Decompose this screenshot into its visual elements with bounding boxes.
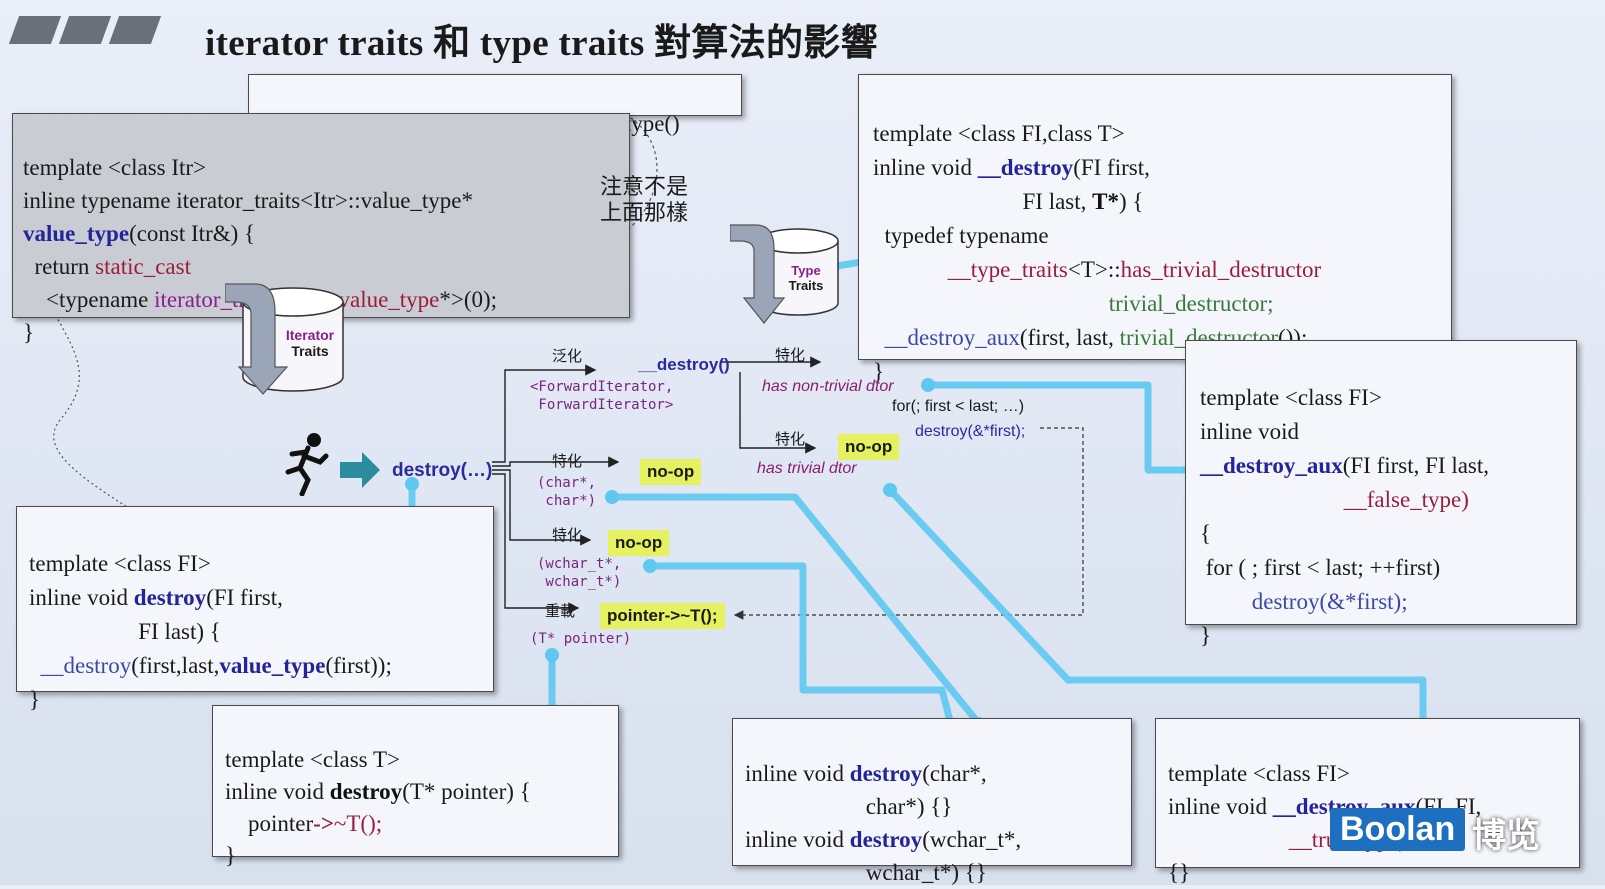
noop-badge: no-op [640,459,702,485]
destroy-char-box: inline void destroy(char*, char*) {} inl… [732,718,1132,885]
destroy-keyword: destroy [849,761,923,786]
non-trivial-dtor-label: has non-trivial dtor [762,378,894,395]
type-traits-drum-icon: Type Traits [730,223,840,333]
value-type-expression-box: typename iterator_traits<Itr>::value_typ… [248,74,742,136]
noop-badge: no-op [838,434,900,460]
brand-logo: Boolan [1330,808,1466,851]
code-line: inline typename iterator_traits<Itr>::va… [23,188,474,213]
runner-icon [278,432,334,496]
code-line: } [23,320,35,345]
value-type-keyword: value_type [219,653,326,678]
overload-label: 重載 [545,602,576,620]
page-title: iterator traits 和 type traits 對算法的影響 [205,23,878,64]
for-loop-label: for(; first < last; …) [892,398,1025,415]
char-args: (char*, char*) [537,475,597,509]
value-type-keyword: value_type [23,221,130,246]
wchar-args: (wchar_t*, wchar_t*) [537,556,622,590]
code-line: <typename [46,287,155,312]
destroy-keyword: destroy [849,827,923,852]
forward-iterator-args: <ForwardIterator, ForwardIterator> [530,379,674,413]
pointer-dtor-badge: pointer->~T(); [600,603,725,629]
specialize-label: 特化 [775,346,806,364]
static-cast-keyword: static_cast [95,254,191,279]
code-line: *>(0); [439,287,498,312]
destroy-call-label: destroy(…) [392,460,493,481]
code-line: return [34,254,96,279]
pointer-args: (T* pointer) [530,631,632,647]
destroy-dispatch-box: template <class FI,class T> inline void … [858,74,1452,384]
destroy-range-box: template <class FI> inline void destroy(… [16,506,494,712]
trivial-dtor-label: has trivial dtor [757,460,857,477]
code-line: template <class Itr> [23,155,207,180]
specialize-label: 特化 [775,430,806,448]
specialize-label: 特化 [552,452,583,470]
destroy-aux-false-type-box: template <class FI> inline void __destro… [1185,340,1577,648]
specialize-label: 特化 [552,526,583,544]
iterator-traits-drum-icon: Iterator Traits [225,282,345,402]
destroy-first-label: destroy(&*first); [915,423,1026,440]
dashed-value-type-curve [28,209,271,611]
destroy-keyword: destroy [329,779,403,804]
note-text: 注意不是 上面那樣 [600,175,689,226]
generalize-label: 泛化 [552,347,583,365]
noop-badge: no-op [608,530,670,556]
call-arrow-icon [340,452,380,488]
code-line: (const Itr&) { [129,221,256,246]
destroy-internal-keyword: __destroy [977,155,1074,180]
brand-logo-cn: 博览 [1472,816,1540,856]
destroy-aux-keyword: __destroy_aux [1200,453,1343,478]
inner-destroy-label: __destroy() [638,355,730,374]
value-type-text: value_type [338,287,440,312]
destroy-keyword: destroy [133,585,207,610]
destroy-pointer-box: template <class T> inline void destroy(T… [212,705,619,868]
